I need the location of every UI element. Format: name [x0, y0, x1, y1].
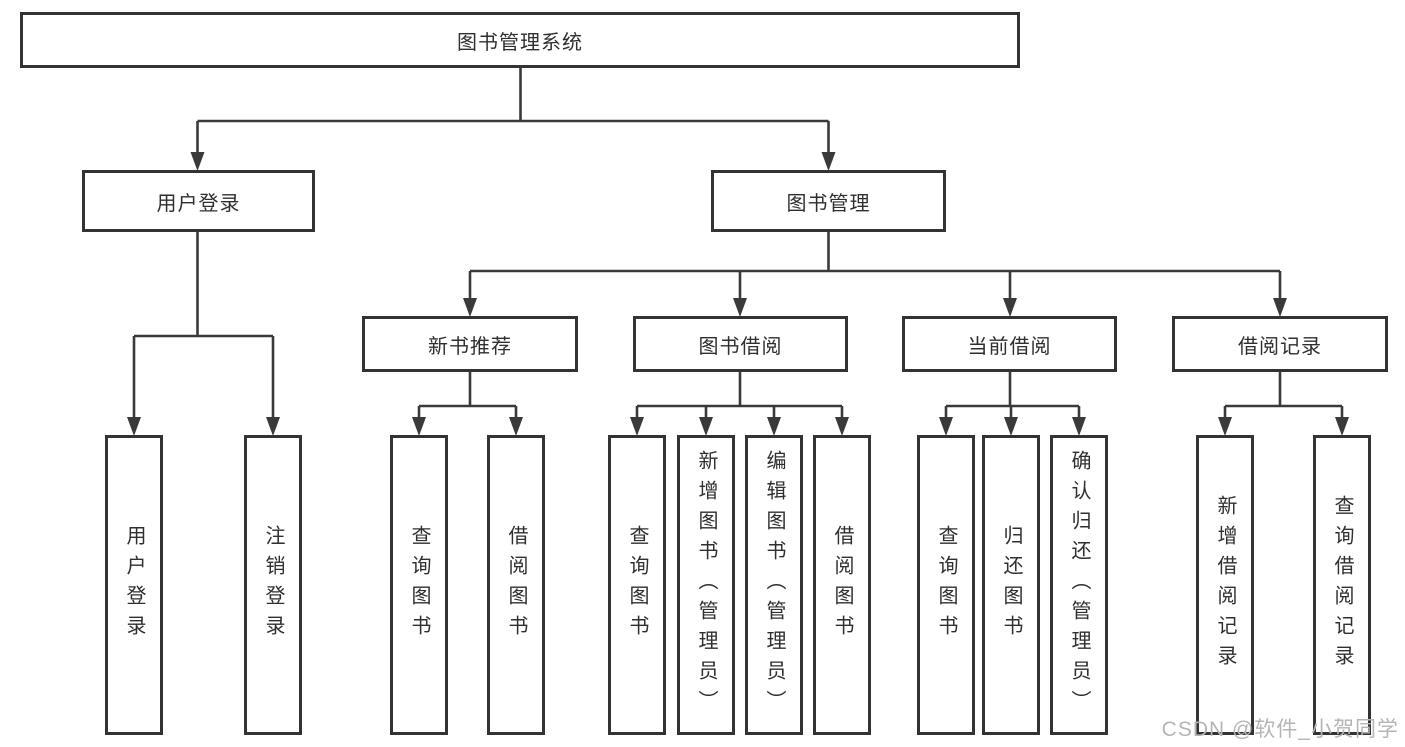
- leaf-query-books-recommend: 查询图书: [390, 435, 448, 735]
- arrowhead-icon: [630, 417, 644, 436]
- leaf-label: 查询借阅记录: [1331, 495, 1353, 675]
- csdn-watermark: CSDN @软件_小贺同学: [1161, 718, 1399, 741]
- leaf-borrow-books-recommend: 借阅图书: [487, 435, 545, 735]
- arrowhead-icon: [1072, 417, 1086, 436]
- connector-user-login-to-leaves: [127, 232, 280, 436]
- node-user-login: 用户登录: [82, 170, 315, 232]
- arrowhead-icon: [821, 152, 836, 171]
- node-borrow-records: 借阅记录: [1172, 316, 1388, 372]
- connector-book-borrow-to-leaves: [630, 372, 849, 436]
- node-label: 当前借阅: [967, 335, 1052, 358]
- node-new-book-recommend: 新书推荐: [362, 316, 578, 372]
- arrowhead-icon: [266, 417, 280, 436]
- leaf-label: 新增借阅记录: [1214, 495, 1236, 675]
- node-book-management: 图书管理: [711, 170, 946, 232]
- leaf-return-books: 归还图书: [982, 435, 1040, 735]
- arrowhead-icon: [767, 417, 781, 436]
- leaf-label: 归还图书: [1000, 525, 1022, 645]
- leaf-label: 借阅图书: [831, 525, 853, 645]
- node-label: 图书借阅: [698, 335, 783, 358]
- leaf-label: 查询图书: [626, 525, 648, 645]
- leaf-label: 编辑图书（管理员）: [763, 450, 785, 720]
- connector-current-borrow-to-leaves: [939, 372, 1086, 436]
- arrowhead-icon: [835, 417, 849, 436]
- arrowhead-icon: [699, 417, 713, 436]
- leaf-label: 查询图书: [408, 525, 430, 645]
- arrowhead-icon: [1273, 298, 1287, 317]
- node-label: 图书管理: [786, 192, 871, 215]
- leaf-logout-login: 注销登录: [244, 435, 302, 735]
- node-library-system: 图书管理系统: [20, 12, 1020, 68]
- connector-root-to-level2: [190, 66, 836, 171]
- node-label: 新书推荐: [428, 335, 512, 358]
- node-book-borrow: 图书借阅: [633, 316, 848, 372]
- leaf-query-books-borrow: 查询图书: [608, 435, 666, 735]
- leaf-query-borrow-record: 查询借阅记录: [1313, 435, 1371, 735]
- arrowhead-icon: [509, 417, 523, 436]
- arrowhead-icon: [190, 152, 205, 171]
- leaf-confirm-return-admin: 确认归还（管理员）: [1050, 435, 1108, 735]
- arrowhead-icon: [412, 417, 426, 436]
- leaf-query-books-current: 查询图书: [917, 435, 975, 735]
- node-label: 借阅记录: [1238, 335, 1322, 358]
- leaf-label: 借阅图书: [505, 525, 527, 645]
- arrowhead-icon: [463, 298, 477, 317]
- leaf-label: 确认归还（管理员）: [1068, 450, 1090, 720]
- arrowhead-icon: [1003, 298, 1017, 317]
- connector-book-management-to-level3: [463, 232, 1287, 317]
- arrowhead-icon: [127, 417, 141, 436]
- leaf-edit-books-admin: 编辑图书（管理员）: [745, 435, 803, 735]
- arrowhead-icon: [1335, 417, 1349, 436]
- connector-borrow-records-to-leaves: [1218, 372, 1349, 436]
- arrowhead-icon: [1218, 417, 1232, 436]
- arrowhead-icon: [1004, 417, 1018, 436]
- leaf-add-books-admin: 新增图书（管理员）: [677, 435, 735, 735]
- node-label: 图书管理系统: [457, 31, 583, 54]
- arrowhead-icon: [733, 298, 747, 317]
- leaf-label: 新增图书（管理员）: [695, 450, 717, 720]
- arrowhead-icon: [939, 417, 953, 436]
- leaf-user-login: 用户登录: [105, 435, 163, 735]
- node-current-borrow: 当前借阅: [902, 316, 1117, 372]
- leaf-label: 注销登录: [262, 525, 284, 645]
- leaf-label: 用户登录: [123, 525, 145, 645]
- leaf-borrow-books: 借阅图书: [813, 435, 871, 735]
- leaf-label: 查询图书: [935, 525, 957, 645]
- leaf-add-borrow-record: 新增借阅记录: [1196, 435, 1254, 735]
- node-label: 用户登录: [156, 192, 241, 215]
- connector-new-book-recommend-to-leaves: [412, 372, 523, 436]
